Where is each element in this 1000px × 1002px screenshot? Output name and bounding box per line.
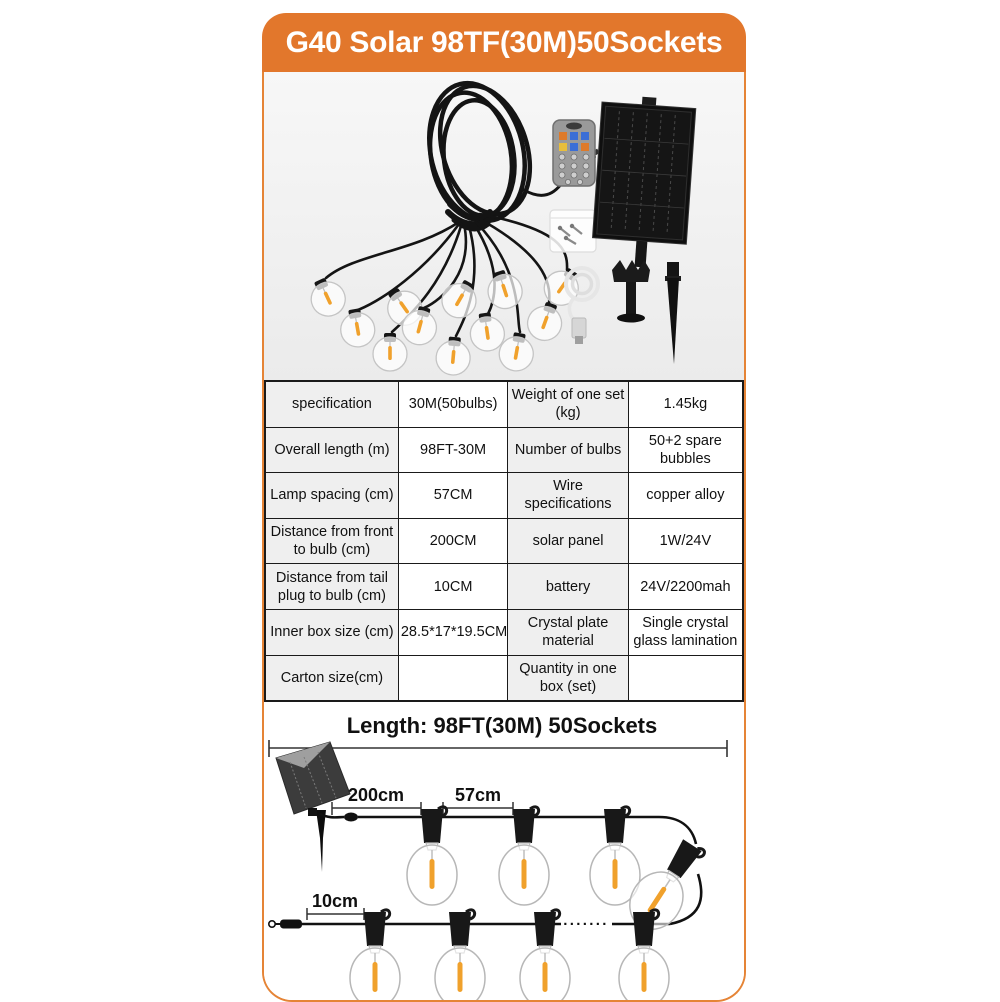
spec-value [397,654,509,702]
table-row: Overall length (m) 98FT-30M Number of bu… [264,426,744,474]
spec-label: Number of bulbs [507,426,629,474]
spec-label: Inner box size (cm) [264,608,399,656]
wire-connector [344,812,358,822]
product-infographic-card: G40 Solar 98TF(30M)50Sockets [262,13,746,1002]
diagram-title: Length: 98FT(30M) 50Sockets [347,713,658,738]
table-row: Carton size(cm) Quantity in one box (set… [264,654,744,702]
spec-label: specification [264,380,399,428]
spec-value: 50+2 spare bubbles [627,426,744,474]
spec-value [627,654,744,702]
spec-label: Distance from tail plug to bulb (cm) [264,563,399,610]
card-body: specification 30M(50bulbs) Weight of one… [262,72,746,1002]
spacing-measure: 57cm [442,785,514,816]
diagram-solar-panel [275,741,351,873]
wire-continuation-dots: ······· [563,916,608,933]
spec-value: 57CM [397,472,509,519]
spec-value: 1.45kg [627,380,744,428]
length-diagram: Length: 98FT(30M) 50Sockets [264,702,744,1001]
spec-label: Wire specifications [507,472,629,519]
spec-value: 30M(50bulbs) [397,380,509,428]
spec-value: copper alloy [627,472,744,519]
ground-stake [665,262,681,364]
screw-bag [549,209,597,253]
spec-table: specification 30M(50bulbs) Weight of one… [264,380,744,703]
product-photo [264,72,744,380]
spec-value: 1W/24V [627,517,744,565]
mounting-bracket [612,260,650,323]
spec-label: Carton size(cm) [264,654,399,702]
spec-label: Overall length (m) [264,426,399,474]
tail-distance-label: 10cm [312,891,358,911]
overall-length-measure [268,740,728,758]
spec-value: Single crystal glass lamination [627,608,744,656]
table-row: specification 30M(50bulbs) Weight of one… [264,380,744,428]
table-row: Lamp spacing (cm) 57CM Wire specificatio… [264,472,744,519]
spec-label: battery [507,563,629,610]
spec-value: 98FT-30M [397,426,509,474]
front-distance-label: 200cm [348,785,404,805]
product-title: G40 Solar 98TF(30M)50Sockets [285,25,723,59]
spacing-label: 57cm [455,785,501,805]
usb-cable [564,266,600,344]
spec-label: Quantity in one box (set) [507,654,629,702]
spec-label: Lamp spacing (cm) [264,472,399,519]
spec-value: 10CM [397,563,509,610]
spec-value: 24V/2200mah [627,563,744,610]
front-distance-measure: 200cm [331,785,422,816]
tail-distance-measure: 10cm [306,891,365,921]
spec-label: solar panel [507,517,629,565]
spec-label: Crystal plate material [507,608,629,656]
length-diagram-scene: Length: 98FT(30M) 50Sockets [268,713,728,1001]
table-row: Inner box size (cm) 28.5*17*19.5CM Cryst… [264,608,744,656]
title-banner: G40 Solar 98TF(30M)50Sockets [262,13,746,72]
spec-label: Weight of one set (kg) [507,380,629,428]
table-row: Distance from tail plug to bulb (cm) 10C… [264,563,744,610]
product-photo-scene [303,80,697,378]
solar-panel [591,96,697,268]
remote-control [552,119,596,187]
spec-value: 28.5*17*19.5CM [397,608,509,656]
tail-plug [268,919,302,929]
table-row: Distance from front to bulb (cm) 200CM s… [264,517,744,565]
spec-value: 200CM [397,517,509,565]
spec-label: Distance from front to bulb (cm) [264,517,399,565]
